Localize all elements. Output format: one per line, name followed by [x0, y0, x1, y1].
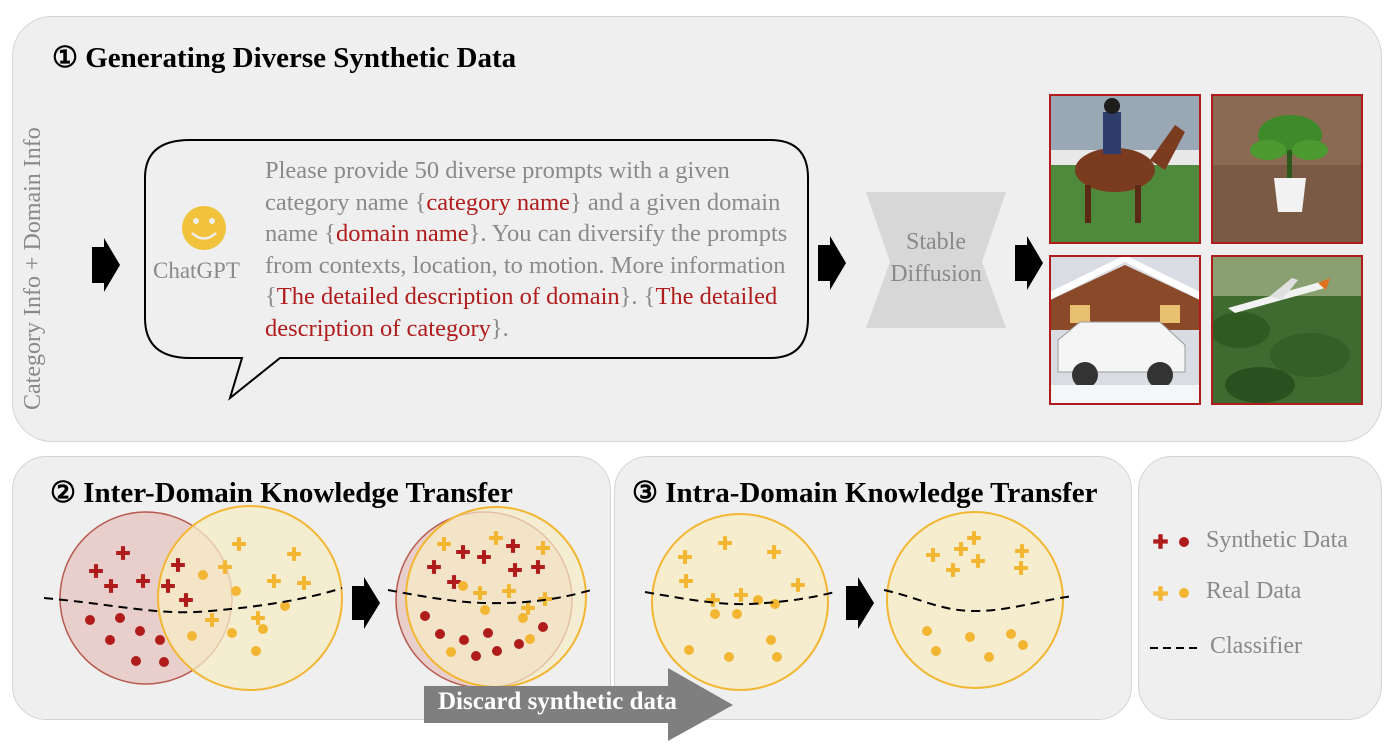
- airplane-forest-image: [1212, 256, 1362, 404]
- chat-speech-bubble: [144, 139, 809, 401]
- input-arrow-icon: [92, 238, 120, 292]
- prompt-placeholder: The detailed description of domain: [276, 283, 620, 311]
- prompt-placeholder: category name: [426, 188, 570, 216]
- legend-synthetic-marks: [1153, 534, 1189, 549]
- diffusion-to-images-arrow-icon: [1015, 236, 1043, 290]
- intra-domain-before-plot: [644, 513, 836, 691]
- prompt-text-segment: }.: [490, 314, 509, 342]
- prompt-text-segment: } and a given domain name {: [265, 188, 781, 248]
- inter-domain-before-plot: [43, 505, 343, 691]
- chatgpt-label: ChatGPT: [153, 258, 240, 283]
- stable-diffusion-label-line2: Diffusion: [890, 261, 982, 287]
- snow-car-cabin-image: [1050, 256, 1200, 404]
- discard-synthetic-label: Discard synthetic data: [438, 688, 677, 715]
- inter-domain-after-plot: [387, 506, 596, 689]
- legend-real-label: Real Data: [1206, 578, 1302, 604]
- prompt-text-segment: }. You can diversify the prompts from co…: [265, 220, 788, 311]
- stable-diffusion-label-line1: Stable: [906, 229, 966, 255]
- prompt-placeholder: The detailed description of category: [265, 283, 778, 342]
- legend-real-marks: [1153, 586, 1189, 601]
- panel2-title: ② Inter-Domain Knowledge Transfer: [50, 477, 513, 509]
- legend-classifier-label: Classifier: [1210, 633, 1302, 659]
- potted-plant-image: [1212, 95, 1362, 243]
- prompt-placeholder: domain name: [335, 220, 469, 248]
- smiley-face-icon: [182, 206, 226, 250]
- inter-domain-arrow-icon: [352, 577, 380, 629]
- intra-domain-arrow-icon: [846, 577, 874, 629]
- prompt-text-segment: Please provide 50 diverse prompts with a…: [265, 157, 730, 216]
- intra-domain-after-plot: [883, 511, 1075, 689]
- legend-panel: [1138, 456, 1382, 720]
- panel1-title: ① Generating Diverse Synthetic Data: [52, 42, 517, 74]
- legend-synthetic-label: Synthetic Data: [1206, 527, 1348, 553]
- discard-synthetic-arrow: [424, 668, 733, 741]
- chat-prompt-text: Please provide 50 diverse prompts with a…: [265, 155, 805, 345]
- stable-diffusion-block: [866, 192, 1006, 328]
- polo-horse-image: [1050, 95, 1200, 243]
- prompt-text-segment: }. {: [619, 283, 656, 311]
- panel3-title: ③ Intra-Domain Knowledge Transfer: [632, 477, 1098, 509]
- chat-to-diffusion-arrow-icon: [818, 236, 846, 290]
